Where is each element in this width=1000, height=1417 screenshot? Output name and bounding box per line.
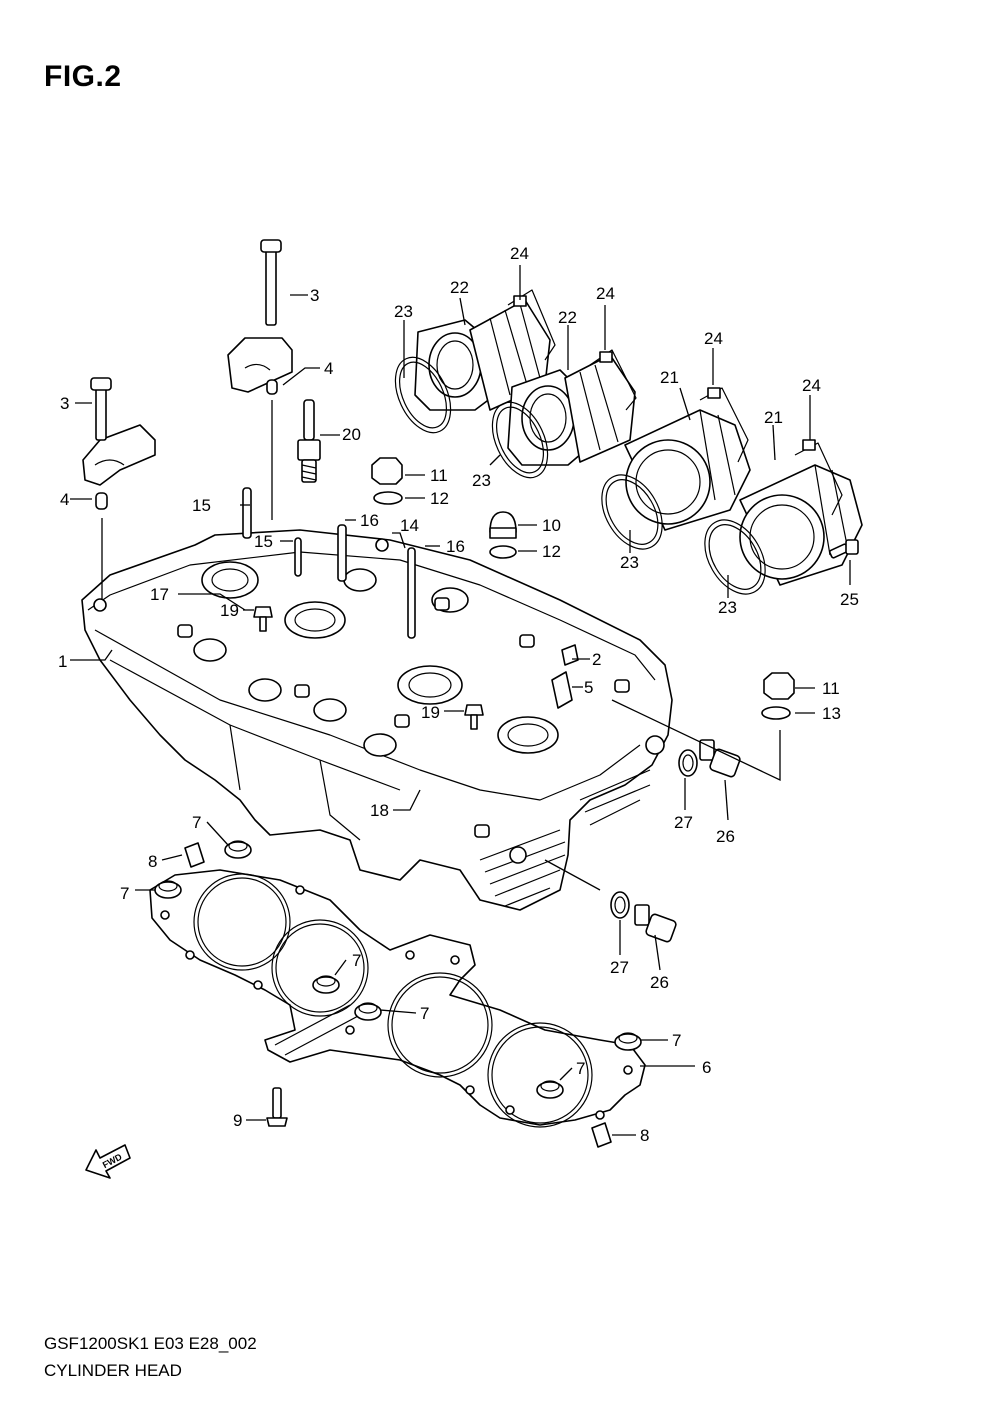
leader-lines [70, 265, 851, 1136]
callout-18: 18 [370, 801, 389, 820]
cam-holder-lower [82, 377, 156, 510]
fwd-arrow: FWD [85, 1144, 131, 1179]
cam-holder-upper [227, 239, 293, 395]
callout-15: 15 [192, 496, 211, 515]
callout-24: 24 [596, 284, 615, 303]
callout-16: 16 [360, 511, 379, 530]
callout-22: 22 [450, 278, 469, 297]
callout-25: 25 [840, 590, 859, 609]
callout-26: 26 [716, 827, 735, 846]
callout-7: 7 [420, 1004, 429, 1023]
callout-2: 2 [592, 650, 601, 669]
intake-pipes-right [601, 387, 863, 595]
callout-24: 24 [510, 244, 529, 263]
callout-4: 4 [60, 490, 69, 509]
callout-20: 20 [342, 425, 361, 444]
callout-3: 3 [60, 394, 69, 413]
callout-15: 15 [254, 532, 273, 551]
callout-17: 17 [150, 585, 169, 604]
callout-21: 21 [660, 368, 679, 387]
callout-27: 27 [610, 958, 629, 977]
plugs-gaskets [610, 739, 741, 943]
diagram-footer: GSF1200SK1 E03 E28_002 CYLINDER HEAD [44, 1330, 257, 1384]
cylinder-head [81, 529, 673, 911]
callout-labels: 1 2 3 3 4 4 5 6 7 7 7 7 7 7 8 8 9 10 11 … [58, 244, 859, 1145]
callout-23: 23 [718, 598, 737, 617]
callout-5: 5 [584, 678, 593, 697]
callout-3: 3 [310, 286, 319, 305]
callout-16: 16 [446, 537, 465, 556]
callout-13: 13 [822, 704, 841, 723]
callout-23: 23 [620, 553, 639, 572]
callout-14: 14 [400, 516, 419, 535]
callout-11: 11 [822, 679, 840, 698]
model-code: GSF1200SK1 E03 E28_002 [44, 1334, 257, 1353]
spark-plug [297, 399, 321, 483]
callout-7: 7 [192, 813, 201, 832]
callout-27: 27 [674, 813, 693, 832]
callout-23: 23 [394, 302, 413, 321]
callout-9: 9 [233, 1111, 242, 1130]
bolts [253, 606, 484, 1127]
head-studs [242, 487, 579, 709]
callout-19: 19 [220, 601, 239, 620]
nuts-washers [371, 457, 795, 720]
callout-24: 24 [704, 329, 723, 348]
callout-12: 12 [430, 489, 449, 508]
callout-22: 22 [558, 308, 577, 327]
head-gasket [149, 869, 646, 1128]
figure-title: FIG.2 [44, 60, 122, 93]
callout-4: 4 [324, 359, 333, 378]
intake-pipes [394, 289, 637, 479]
callout-6: 6 [702, 1058, 711, 1077]
callout-26: 26 [650, 973, 669, 992]
callout-7: 7 [576, 1059, 585, 1078]
callout-24: 24 [802, 376, 821, 395]
dowels-seals [154, 840, 642, 1148]
callout-21: 21 [764, 408, 783, 427]
callout-23: 23 [472, 471, 491, 490]
callout-7: 7 [672, 1031, 681, 1050]
callout-8: 8 [148, 852, 157, 871]
callout-8: 8 [640, 1126, 649, 1145]
callout-11: 11 [430, 466, 448, 485]
callout-1: 1 [58, 652, 67, 671]
callout-10: 10 [542, 516, 561, 535]
section-name: CYLINDER HEAD [44, 1361, 182, 1380]
callout-7: 7 [120, 884, 129, 903]
callout-7: 7 [352, 951, 361, 970]
callout-19: 19 [421, 703, 440, 722]
callout-12: 12 [542, 542, 561, 561]
